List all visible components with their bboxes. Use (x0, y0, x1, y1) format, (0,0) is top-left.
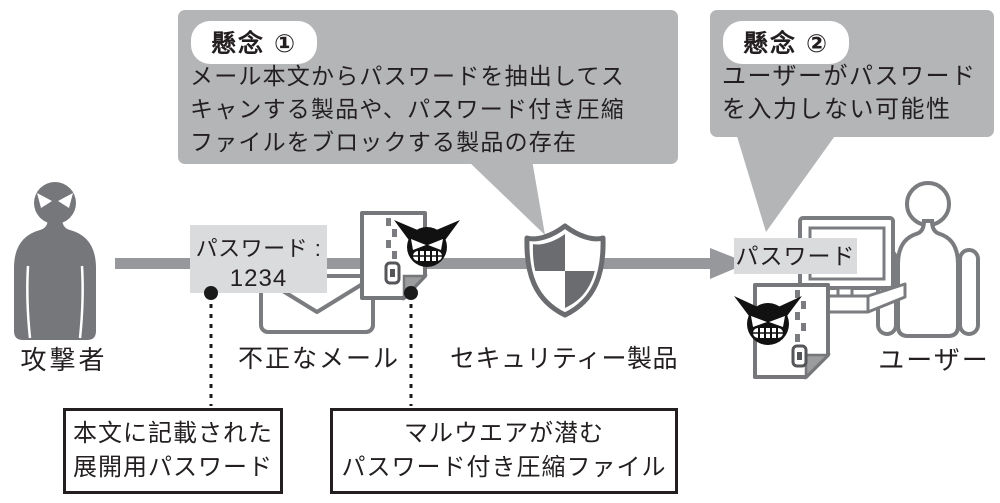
password-value-box: パスワード : 1234 (190, 225, 327, 293)
user-caption: ユーザー (878, 345, 990, 375)
attacker-caption: 攻撃者 (20, 345, 108, 375)
concern-1-line: メール本文からパスワードを抽出してス (190, 63, 625, 89)
concern-2-badge: 懸念 ② (723, 21, 850, 64)
devil-face-icon-user (734, 296, 802, 345)
note-line: 展開用パスワード (73, 454, 273, 481)
note-body-password: 本文に記載された 展開用パスワード (63, 408, 283, 494)
password-entry-label: パスワード (734, 238, 857, 274)
concern-1-callout: 懸念 ① メール本文からパスワードを抽出してス キャンする製品や、パスワード付き… (178, 10, 678, 164)
malicious-email-caption: 不正なメール (237, 345, 400, 373)
note-line: 本文に記載された (73, 420, 273, 447)
concern-2-tail (736, 133, 837, 232)
password-value-label: パスワード : (195, 236, 322, 261)
security-product-caption: セキュリティー製品 (449, 345, 678, 373)
password-value: 1234 (229, 265, 288, 292)
attacker-silhouette-icon (14, 182, 96, 340)
note-line: マルウエアが潜む (404, 420, 604, 447)
devil-face-icon (394, 220, 460, 267)
concern-2-line: ユーザーがパスワード (722, 63, 977, 90)
concern-1-badge: 懸念 ① (191, 21, 318, 64)
shield-icon (524, 223, 606, 318)
concern-2-text: ユーザーがパスワード を入力しない可能性 (722, 60, 977, 126)
concern-2-callout: 懸念 ② ユーザーがパスワード を入力しない可能性 (710, 10, 994, 137)
concern-1-tail (467, 160, 545, 235)
note-line: パスワード付き圧縮ファイル (341, 454, 667, 481)
note-malware-zip: マルウエアが潜む パスワード付き圧縮ファイル (330, 408, 678, 494)
concern-1-text: メール本文からパスワードを抽出してス キャンする製品や、パスワード付き圧縮 ファ… (190, 60, 625, 159)
concern-2-line: を入力しない可能性 (722, 96, 952, 123)
concern-1-line: キャンする製品や、パスワード付き圧縮 (190, 96, 625, 122)
concern-1-line: ファイルをブロックする製品の存在 (190, 129, 578, 155)
